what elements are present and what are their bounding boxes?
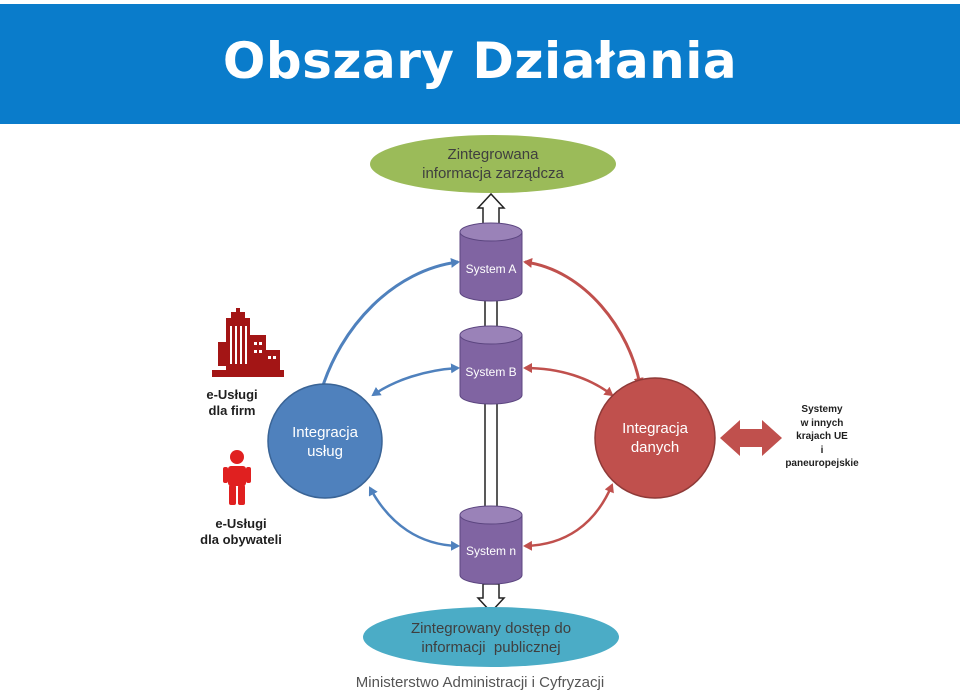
bottom-oval-line2: informacji publicznej xyxy=(421,638,561,656)
bottom-oval-label: Zintegrowany dostęp do informacji public… xyxy=(371,620,611,658)
integration-services-line1: Integracja xyxy=(292,424,358,441)
system-a-label: System A xyxy=(465,262,517,276)
eu-systems-line1: Systemy xyxy=(801,404,843,415)
eu-systems-label: Systemy w innych krajach UE i paneuropej… xyxy=(772,403,872,471)
e-services-firms-line2: dla firm xyxy=(208,403,256,419)
building-icon xyxy=(212,308,284,377)
integration-services-line2: usług xyxy=(307,442,343,460)
e-services-firms-label: e-Usługi dla firm xyxy=(192,387,272,420)
top-oval xyxy=(370,135,616,193)
top-oval-label: Zintegrowana informacja zarządcza xyxy=(393,146,593,184)
e-services-citizens-line2: dla obywateli xyxy=(200,532,282,548)
integration-data-label: Integracja danych xyxy=(605,420,705,458)
e-services-citizens-label: e-Usługi dla obywateli xyxy=(186,516,296,549)
e-services-citizens-line1: e-Usługi xyxy=(215,516,267,531)
top-oval-line1: Zintegrowana xyxy=(447,146,539,163)
eu-systems-line2: w innych xyxy=(800,417,844,429)
integration-data-circle xyxy=(594,377,716,499)
integration-services-label: Integracja usług xyxy=(275,424,375,462)
red-arrow-system-b xyxy=(523,363,614,397)
blue-arrow-system-a xyxy=(317,257,460,397)
system-b-cylinder xyxy=(459,325,523,405)
integration-data-line2: danych xyxy=(630,438,680,456)
red-arrow-system-n xyxy=(523,483,614,551)
up-arrow xyxy=(476,192,506,225)
page-title: Obszary Działania xyxy=(222,32,738,90)
top-oval-line2: informacja zarządcza xyxy=(422,164,564,182)
blue-arrow-system-b xyxy=(371,363,460,397)
eu-systems-line5: paneuropejskie xyxy=(785,458,859,469)
integration-services-circle xyxy=(267,383,383,499)
eu-systems-line3: krajach UE xyxy=(796,431,848,442)
title-bar: Obszary Działania xyxy=(0,4,960,124)
red-arrow-system-a xyxy=(523,257,644,387)
person-icon xyxy=(223,450,251,505)
integration-data-line1: Integracja xyxy=(622,420,688,437)
blue-arrow-system-n xyxy=(368,486,460,551)
system-n-cylinder xyxy=(459,505,523,585)
bottom-oval xyxy=(363,607,619,667)
system-b-label: System B xyxy=(465,365,517,379)
e-services-firms-line1: e-Usługi xyxy=(206,387,258,402)
down-arrow xyxy=(476,583,506,614)
double-arrow-icon xyxy=(720,420,782,456)
system-n-label: System n xyxy=(465,544,516,558)
footer-ministry: Ministerstwo Administracji i Cyfryzacji xyxy=(355,674,605,691)
bottom-oval-line1: Zintegrowany dostęp do xyxy=(410,620,572,637)
system-a-cylinder xyxy=(459,222,523,302)
eu-systems-line4: i xyxy=(820,444,824,456)
